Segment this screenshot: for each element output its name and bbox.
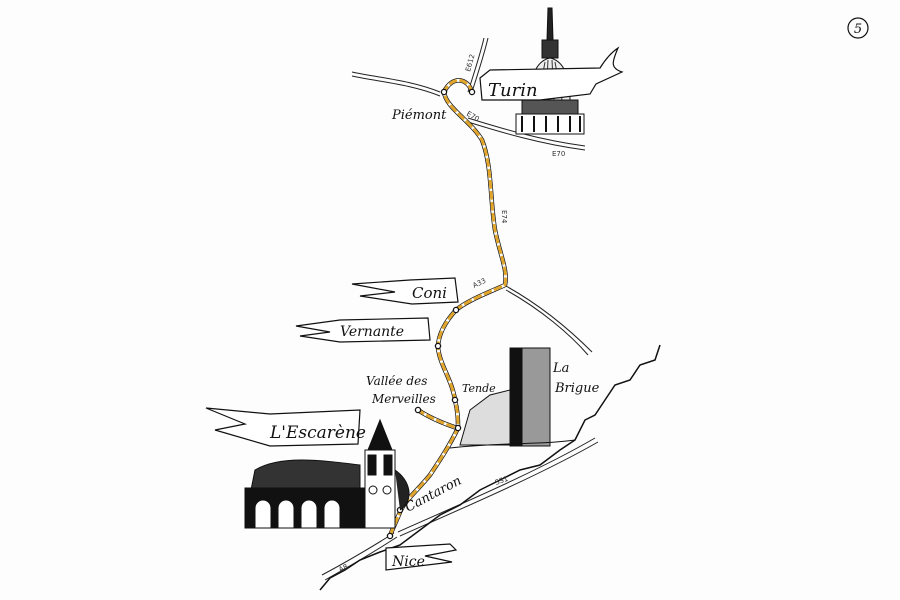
label-brigue: Brigue <box>554 381 600 396</box>
route <box>387 78 508 539</box>
road-label-a33: A33 <box>471 277 487 290</box>
stop-vernante <box>434 342 442 350</box>
stop-turin <box>468 88 476 96</box>
label-turin: Turin <box>488 80 538 101</box>
road-ss1 <box>397 437 596 533</box>
road-a8 <box>321 532 395 576</box>
label-coni: Coni <box>412 284 447 302</box>
label-la: La <box>552 361 569 376</box>
road-label-ss1: SS1 <box>494 475 509 487</box>
banner-lescarene <box>205 407 361 447</box>
stop-nice <box>386 532 394 540</box>
coastline <box>319 344 661 591</box>
label-vallee-2: Merveilles <box>371 392 436 406</box>
banner-vernante <box>295 317 431 343</box>
river-turin <box>351 71 441 93</box>
label-vallee-1: Vallée des <box>366 374 427 388</box>
label-vernante: Vernante <box>340 324 404 340</box>
svg-text:5: 5 <box>854 22 862 37</box>
banner-nice <box>385 543 458 571</box>
route-highlight <box>388 78 508 538</box>
label-tende: Tende <box>462 382 496 395</box>
stop-coni <box>452 306 460 314</box>
road-label-e70-2: E70 <box>552 150 565 158</box>
road-label-a8: A8 <box>337 563 349 574</box>
stop-junction <box>454 424 462 432</box>
banner-coni <box>351 277 459 305</box>
stop-tende <box>451 396 459 404</box>
banners <box>205 46 624 571</box>
label-nice: Nice <box>391 554 425 570</box>
tower-ruin-drawing <box>449 347 576 449</box>
road-label-e74: E74 <box>500 210 508 224</box>
stop-piemont <box>440 88 448 96</box>
label-lescarene: L'Escarène <box>269 423 366 443</box>
page-number: 5 <box>847 17 869 39</box>
road-east <box>505 285 593 353</box>
church-viaduct-drawing <box>244 418 410 529</box>
stop-vallee <box>414 406 422 414</box>
banner-turin <box>479 46 624 101</box>
label-piemont: Piémont <box>391 108 447 123</box>
